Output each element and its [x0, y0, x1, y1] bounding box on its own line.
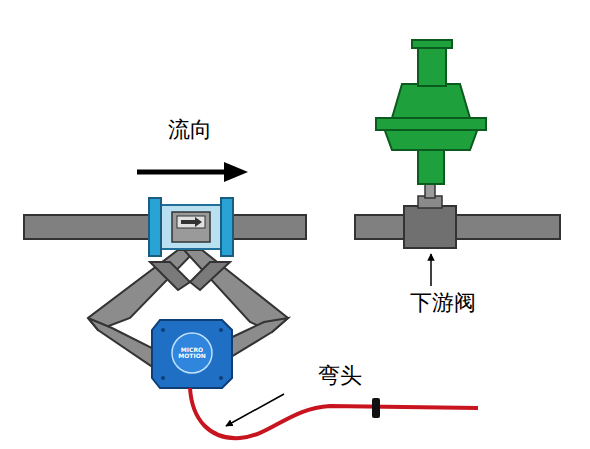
meter-body: [158, 205, 224, 249]
flow-direction-label: 流向: [168, 117, 212, 143]
valve-label: 下游阀: [410, 290, 476, 316]
cable-clamp: [372, 398, 380, 418]
flow-tubes: [88, 250, 288, 372]
flow-arrowhead: [224, 162, 248, 182]
leader-line: [226, 394, 284, 426]
signal-cable: [190, 388, 478, 438]
outlet-pipe: [355, 215, 560, 239]
flow-arrow: [137, 170, 228, 175]
flow-indicator: [177, 216, 205, 228]
inlet-flange: [149, 198, 161, 256]
leader-line: [430, 254, 432, 286]
meter-manifold: [172, 212, 210, 242]
valve-actuator: [376, 40, 486, 184]
outlet-flange: [221, 198, 233, 256]
logo-badge: [172, 333, 212, 373]
flow-indicator-arrow: [181, 217, 202, 227]
elbow-label: 弯头: [318, 363, 362, 389]
logo-text: MICRO MOTION: [177, 347, 207, 359]
transmitter-housing: [152, 320, 232, 388]
valve-body: [404, 206, 456, 248]
